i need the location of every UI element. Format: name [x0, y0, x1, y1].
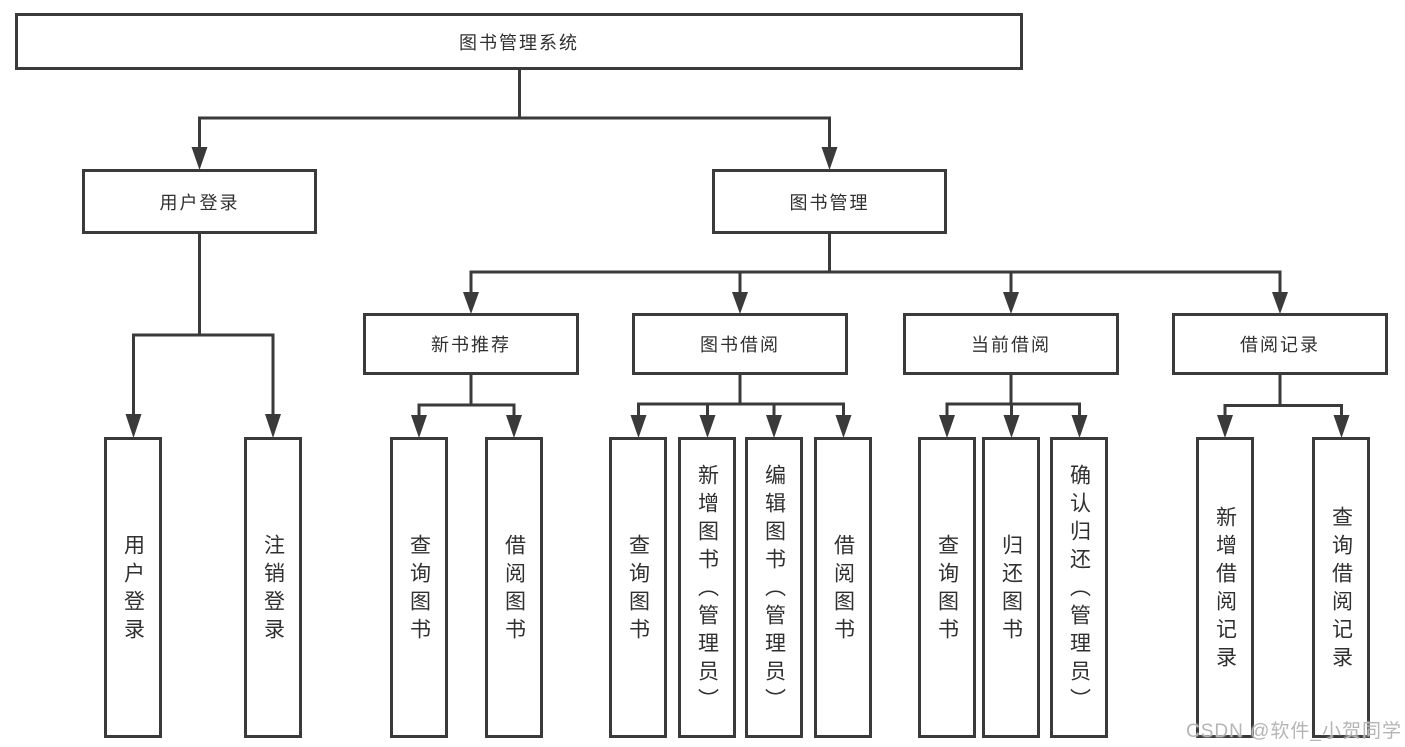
- leaf-current-confirm-return-admin: 确认归还（管理员）: [1050, 437, 1108, 738]
- watermark: CSDN @软件_小贺同学: [1186, 721, 1402, 742]
- leaf-borrowing-edit-books-admin: 编辑图书（管理员）: [745, 437, 803, 738]
- leaf-borrowing-query-books: 查询图书: [609, 437, 667, 738]
- node-borrowing-records: 借阅记录: [1172, 313, 1388, 375]
- node-root-system: 图书管理系统: [15, 13, 1023, 70]
- node-user-login: 用户登录: [82, 169, 317, 234]
- leaf-borrowing-add-books-admin: 新增图书（管理员）: [678, 437, 736, 738]
- leaf-records-query-record: 查询借阅记录: [1312, 437, 1370, 738]
- leaf-records-add-record: 新增借阅记录: [1196, 437, 1254, 738]
- leaf-current-return-books: 归还图书: [982, 437, 1040, 738]
- leaf-current-query-books: 查询图书: [918, 437, 976, 738]
- node-book-borrowing: 图书借阅: [632, 313, 848, 375]
- node-book-management: 图书管理: [712, 169, 947, 234]
- node-new-book-recommend: 新书推荐: [363, 313, 579, 375]
- leaf-recommend-query-books: 查询图书: [390, 437, 448, 738]
- leaf-recommend-borrow-books: 借阅图书: [485, 437, 543, 738]
- leaf-borrowing-borrow-books: 借阅图书: [814, 437, 872, 738]
- leaf-user-login: 用户登录: [104, 437, 162, 738]
- node-current-borrowing: 当前借阅: [903, 313, 1119, 375]
- leaf-logout: 注销登录: [244, 437, 302, 738]
